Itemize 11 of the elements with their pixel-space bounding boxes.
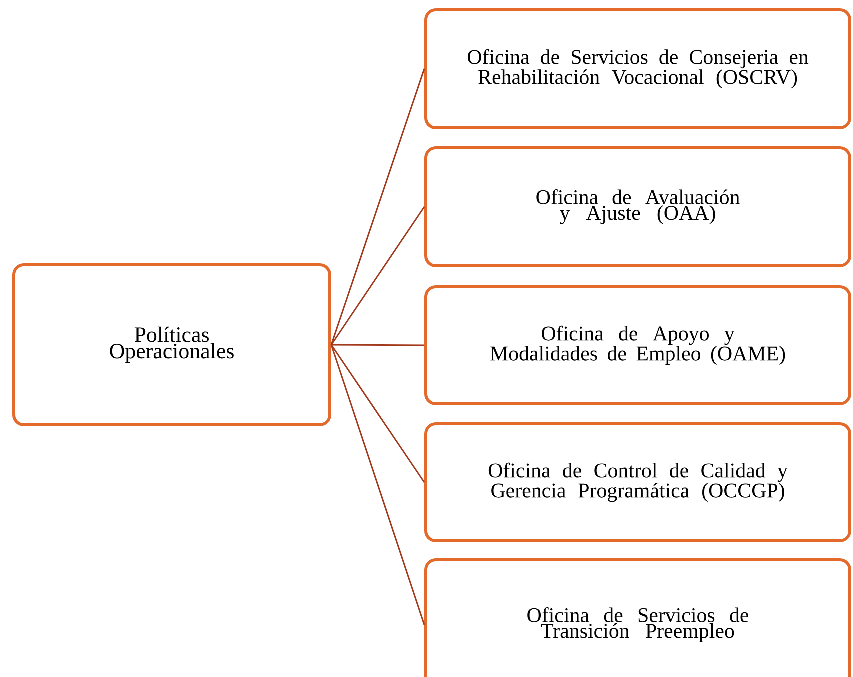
- connector-line: [330, 68, 426, 346]
- office-box: Oficina de Servicios de Consejeria en Rehabilitación Vocacional (OSCRV): [424, 8, 852, 130]
- office-box: Oficina de Avaluación y Ajuste (OAA): [424, 146, 852, 268]
- topic-box: Políticas Operacionales: [12, 263, 332, 426]
- connector-line: [330, 206, 426, 346]
- office-box: Oficina de Apoyo y Modalidades de Empleo (OAME): [424, 285, 852, 406]
- connector-line: [330, 344, 426, 483]
- connector-line: [330, 344, 426, 626]
- office-box: Oficina de Servicios de Transición Preempleo: [424, 558, 852, 677]
- office-box: Oficina de Control de Calidad y Gerencia Programática (OCCGP): [424, 422, 852, 542]
- connector-line: [332, 344, 424, 346]
